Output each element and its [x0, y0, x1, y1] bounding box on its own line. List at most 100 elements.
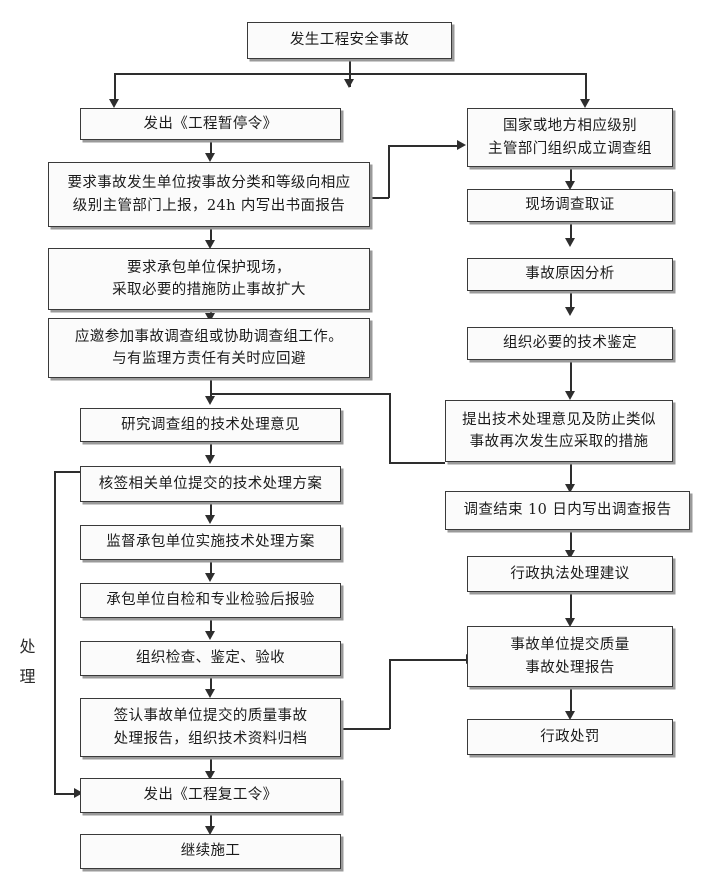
node-report-request-line-2: 级别主管部门上报，24h 内写出书面报告	[72, 197, 346, 214]
node-propose-measures-line-2: 事故再次发生应采取的措施	[469, 434, 649, 450]
node-form-group-line-2: 主管部门组织成立调查组	[488, 140, 652, 157]
arrowhead-to-propose-measures	[565, 391, 575, 400]
arrowhead-to-site-evidence	[565, 181, 575, 190]
node-unit-submit-report-line-1: 事故单位提交质量	[510, 637, 630, 654]
arrowhead-center-bus	[344, 79, 354, 88]
connector-countersign-to-supervise	[210, 501, 212, 519]
node-start[interactable]: 发生工程安全事故	[247, 22, 452, 59]
connector-report-to-protect	[210, 226, 212, 244]
node-continue-work-line-1: 继续施工	[180, 843, 241, 860]
arrowhead-to-form-group	[580, 99, 590, 108]
arrowhead-to-technical-appraisal	[565, 307, 575, 316]
node-report-request-line-1: 要求事故发生单位按事故分类和等级向相应	[67, 175, 351, 192]
node-investigation-report[interactable]: 调查结束 10 日内写出调查报告	[445, 491, 690, 530]
arrowhead-report-to-group	[457, 140, 466, 150]
node-organize-acceptance[interactable]: 组织检查、鉴定、验收	[80, 641, 341, 676]
node-study-opinion-line-1: 研究调查组的技术处理意见	[121, 416, 300, 433]
connector-sign-right	[340, 728, 390, 730]
node-technical-appraisal-line-1: 组织必要的技术鉴定	[502, 335, 638, 352]
connector-invreport-to-advice	[570, 530, 572, 554]
node-countersign-plan-line-1: 核签相关单位提交的技术处理方案	[98, 475, 323, 492]
connector-acceptance-to-sign	[210, 676, 212, 693]
node-site-evidence-line-1: 现场调查取证	[525, 197, 615, 214]
node-sign-report[interactable]: 签认事故单位提交的质量事故 处理报告，组织技术资料归档	[80, 698, 341, 757]
node-suspend-order-line-1: 发出《工程暂停令》	[143, 115, 278, 132]
node-unit-submit-report-line-2: 事故处理报告	[525, 659, 615, 676]
connector-unit-to-penalty	[570, 687, 572, 715]
node-protect-site[interactable]: 要求承包单位保护现场， 采取必要的措施防止事故扩大	[48, 248, 370, 310]
arrowhead-to-resume-order	[205, 771, 215, 780]
arrowhead-to-investigation-report	[565, 484, 575, 493]
node-sign-report-line-2: 处理报告，组织技术资料归档	[113, 730, 308, 747]
node-enforcement-advice-line-1: 行政执法处理建议	[510, 565, 630, 582]
connector-supervise-to-selfcheck	[210, 560, 212, 577]
node-supervise-plan-line-1: 监督承包单位实施技术处理方案	[106, 534, 315, 551]
connector-report-to-group	[388, 145, 458, 147]
side-label-handling: 处 理	[16, 632, 40, 691]
arrowhead-to-enforcement-advice	[565, 550, 575, 559]
arrowhead-to-countersign	[205, 455, 215, 464]
node-unit-submit-report[interactable]: 事故单位提交质量 事故处理报告	[467, 626, 673, 687]
connector-feedback-down	[54, 471, 56, 793]
node-investigation-report-line-1: 调查结束 10 日内写出调查报告	[463, 502, 672, 519]
node-supervise-plan[interactable]: 监督承包单位实施技术处理方案	[80, 525, 341, 560]
node-enforcement-advice[interactable]: 行政执法处理建议	[467, 556, 673, 592]
connector-group-to-evidence	[570, 167, 572, 185]
node-self-inspection[interactable]: 承包单位自检和专业检验后报验	[80, 583, 341, 618]
node-self-inspection-line-1: 承包单位自检和专业检验后报验	[106, 592, 315, 609]
node-propose-measures-line-1: 提出技术处理意见及防止类似	[462, 411, 656, 428]
node-propose-measures[interactable]: 提出技术处理意见及防止类似 事故再次发生应采取的措施	[445, 400, 673, 462]
arrowhead-to-supervise	[205, 515, 215, 524]
connector-feedback-out	[54, 471, 81, 473]
connector-report-up	[388, 145, 390, 198]
node-start-line-1: 发生工程安全事故	[289, 32, 410, 49]
side-label-char-2: 理	[19, 666, 37, 686]
connector-report-right	[370, 197, 389, 199]
connector-evidence-to-cause	[570, 222, 572, 242]
arrowhead-to-sign-report	[205, 689, 215, 698]
node-continue-work[interactable]: 继续施工	[80, 834, 341, 869]
node-organize-acceptance-line-1: 组织检查、鉴定、验收	[136, 650, 285, 667]
arrowhead-to-suspend-order	[109, 99, 119, 108]
connector-bus-right-drop	[585, 73, 587, 99]
node-suspend-order[interactable]: 发出《工程暂停令》	[80, 108, 341, 140]
arrowhead-to-join-investigation	[205, 313, 215, 322]
connector-measures-to-invreport	[570, 462, 572, 488]
connector-study-to-countersign	[210, 441, 212, 459]
arrowhead-to-study-opinion	[205, 396, 215, 405]
connector-selfcheck-to-acceptance	[210, 618, 212, 635]
node-sign-report-line-1: 签认事故单位提交的质量事故	[113, 708, 308, 725]
node-report-request[interactable]: 要求事故发生单位按事故分类和等级向相应 级别主管部门上报，24h 内写出书面报告	[48, 162, 370, 227]
connector-appraisal-to-measures	[570, 360, 572, 395]
node-cause-analysis-line-1: 事故原因分析	[525, 266, 615, 283]
node-resume-order-line-1: 发出《工程复工令》	[143, 787, 278, 804]
node-countersign-plan[interactable]: 核签相关单位提交的技术处理方案	[80, 466, 341, 502]
connector-advice-to-unit	[570, 592, 572, 622]
node-technical-appraisal[interactable]: 组织必要的技术鉴定	[467, 327, 673, 360]
connector-resume-to-continue	[210, 813, 212, 830]
node-join-investigation[interactable]: 应邀参加事故调查组或协助调查组工作。 与有监理方责任有关时应回避	[48, 318, 370, 378]
node-form-group-line-1: 国家或地方相应级别	[502, 118, 638, 135]
node-study-opinion[interactable]: 研究调查组的技术处理意见	[80, 408, 341, 442]
arrowhead-to-continue-work	[205, 826, 215, 835]
node-protect-site-line-2: 采取必要的措施防止事故扩大	[112, 282, 306, 298]
connector-start-down	[349, 58, 351, 74]
node-join-investigation-line-2: 与有监理方责任有关时应回避	[112, 351, 306, 367]
connector-sign-to-resume	[210, 757, 212, 775]
arrowhead-to-report-request	[205, 153, 215, 162]
node-form-group[interactable]: 国家或地方相应级别 主管部门组织成立调查组	[467, 108, 673, 167]
connector-cause-to-appraisal	[570, 291, 572, 311]
node-cause-analysis[interactable]: 事故原因分析	[467, 258, 673, 291]
connector-sign-up	[389, 659, 391, 729]
connector-measures-left	[389, 462, 445, 464]
connector-suspend-to-report	[210, 139, 212, 157]
side-label-char-1: 处	[19, 637, 37, 656]
node-administrative-penalty[interactable]: 行政处罚	[467, 719, 673, 755]
node-resume-order[interactable]: 发出《工程复工令》	[80, 778, 341, 813]
arrowhead-to-protect-site	[205, 240, 215, 249]
node-site-evidence[interactable]: 现场调查取证	[467, 189, 673, 222]
connector-sign-to-unit	[389, 659, 467, 661]
arrowhead-to-penalty	[565, 711, 575, 720]
node-administrative-penalty-line-1: 行政处罚	[540, 728, 600, 745]
